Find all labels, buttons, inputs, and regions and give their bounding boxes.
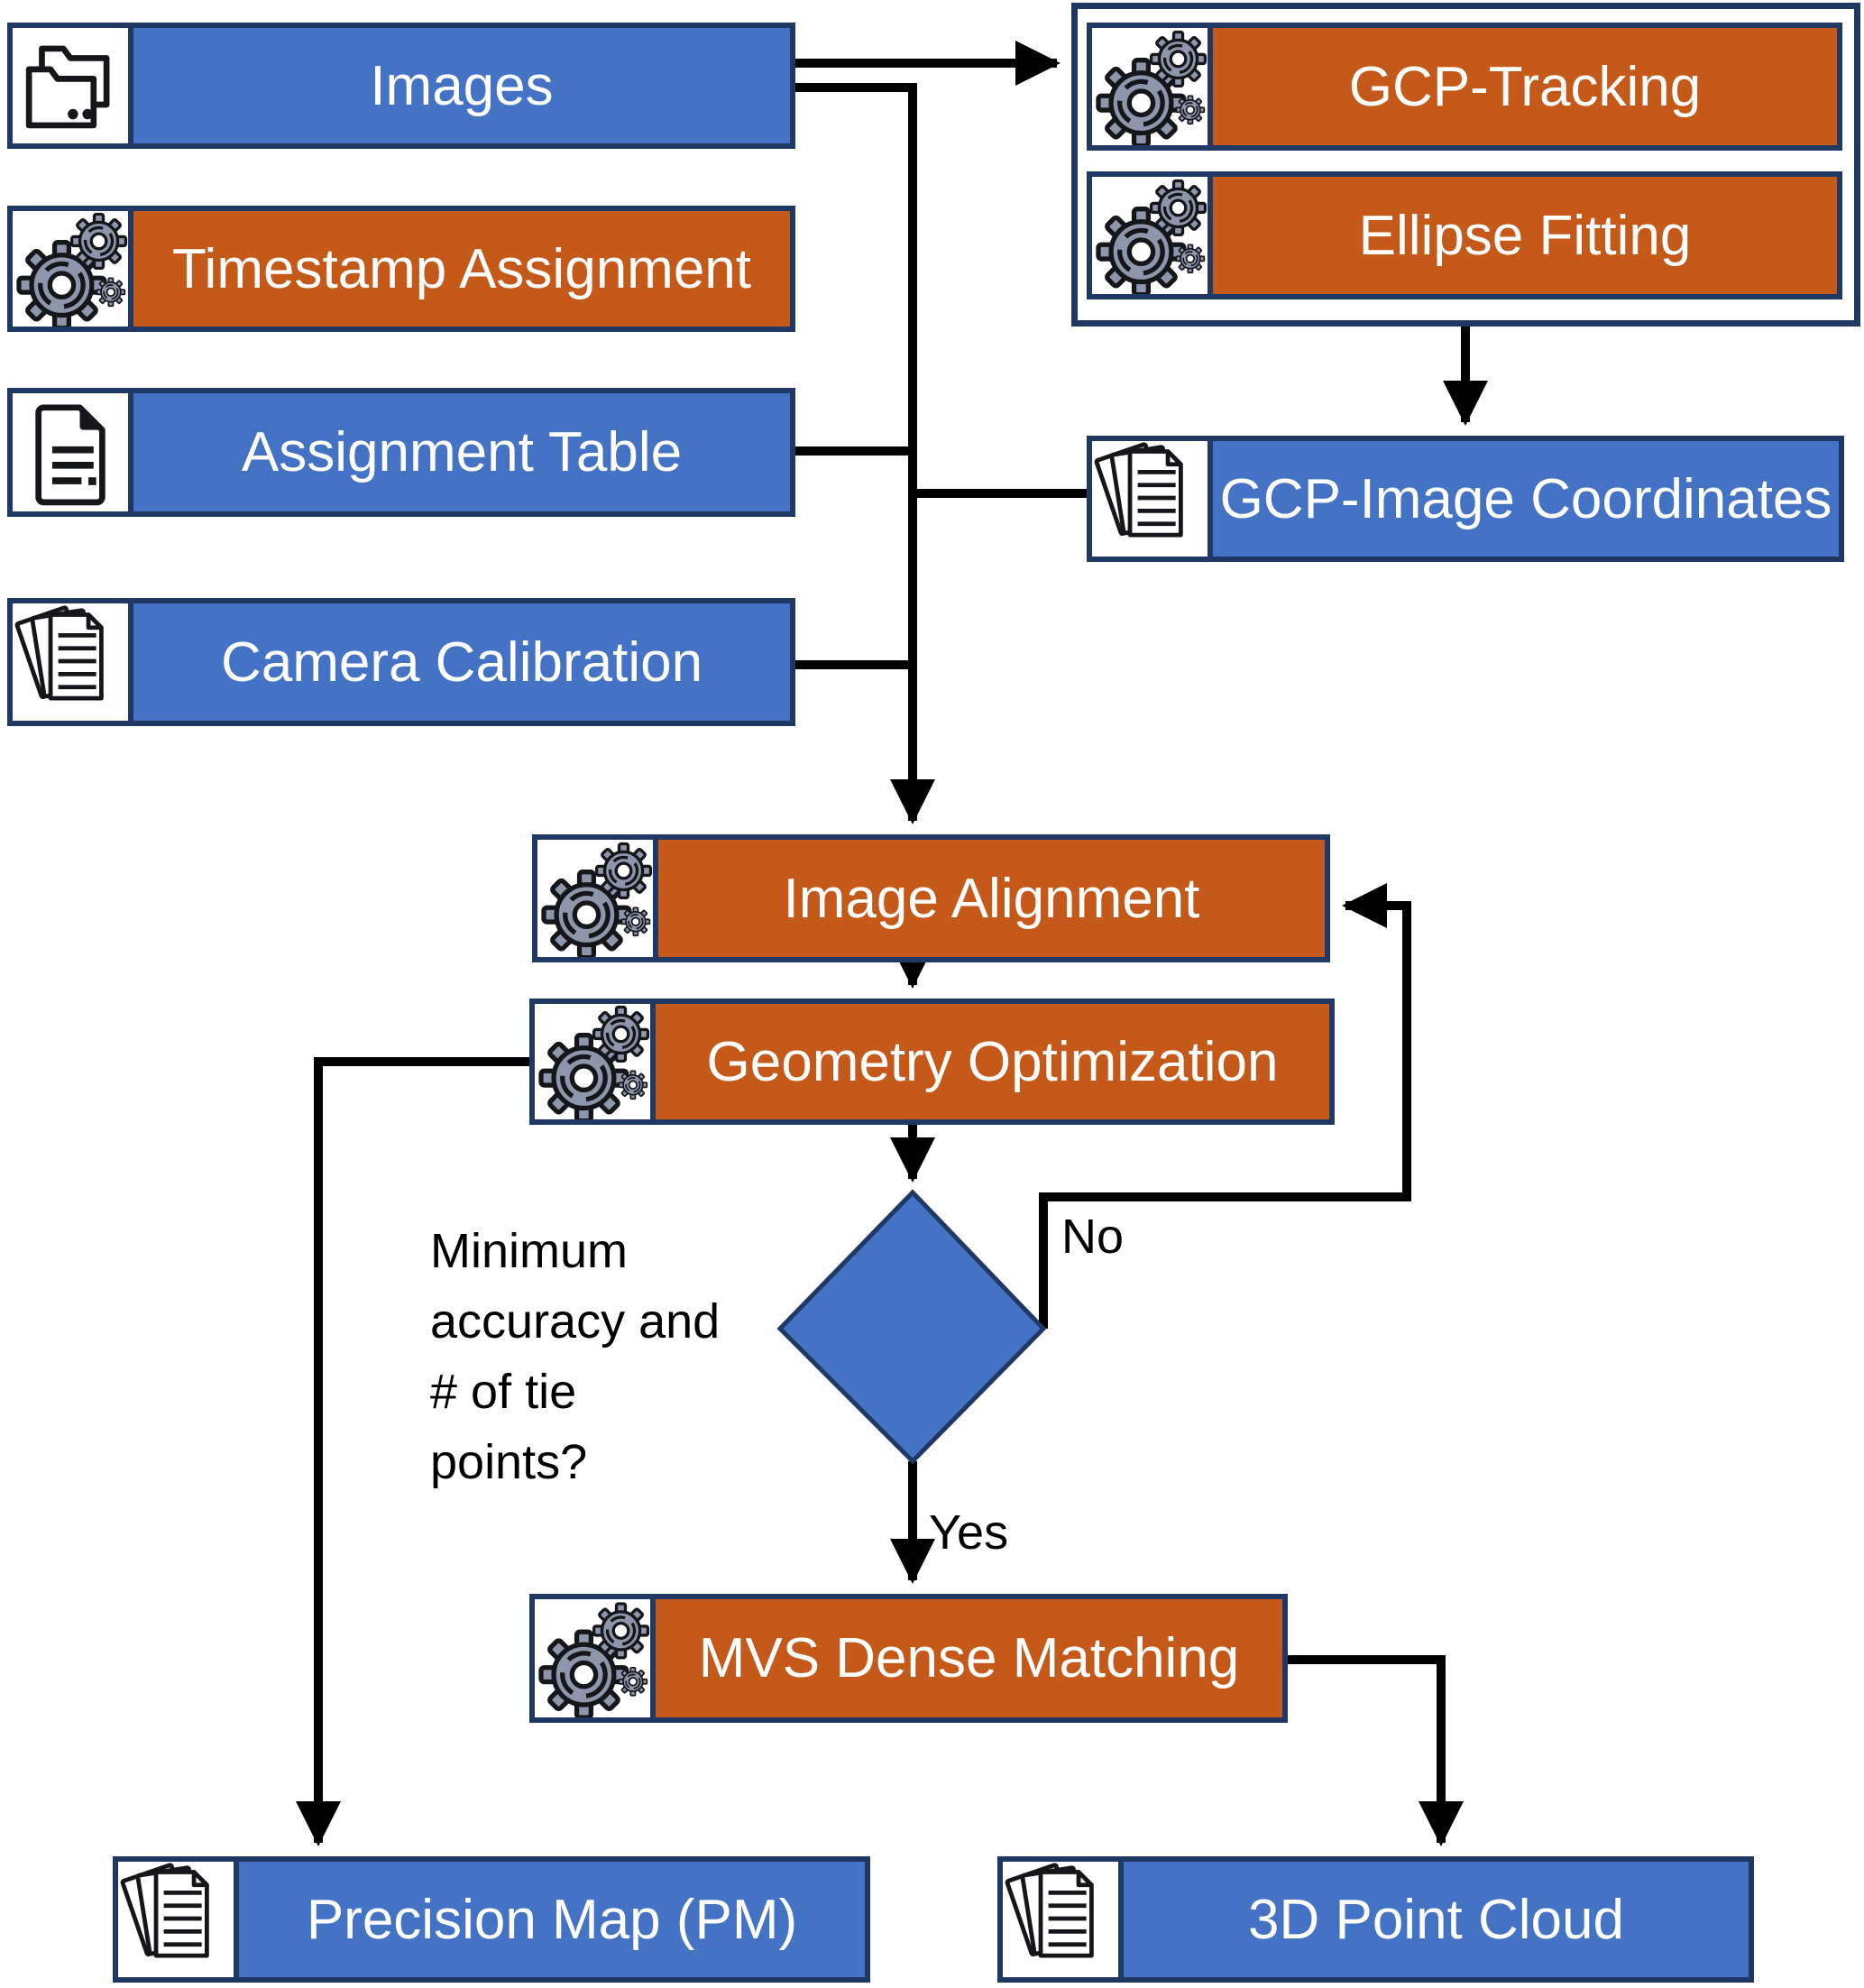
node-precision-map: Precision Map (PM): [113, 1856, 870, 1983]
node-label: Assignment Table: [241, 421, 683, 483]
node-label: Geometry Optimization: [706, 1030, 1279, 1093]
node-image-alignment: Image Alignment: [532, 834, 1330, 962]
node-gcp-image-coordinates: GCP-Image Coordinates: [1087, 436, 1844, 562]
node-3d-point-cloud: 3D Point Cloud: [997, 1856, 1754, 1983]
edge-optimization-to-precision-map: [296, 1057, 530, 1847]
node-timestamp-assignment: Timestamp Assignment: [7, 206, 795, 332]
node-label: MVS Dense Matching: [698, 1627, 1240, 1689]
yes-branch-label: Yes: [929, 1505, 1009, 1560]
papers-icon: [1003, 1862, 1124, 1977]
node-ellipse-fitting: Ellipse Fitting: [1087, 171, 1842, 299]
node-label: GCP-Tracking: [1348, 55, 1702, 118]
papers-icon: [13, 603, 133, 721]
decision-question: Minimum accuracy and # of tie points?: [430, 1224, 721, 1489]
gears-icon: [1092, 177, 1213, 294]
decision-diamond: [776, 1189, 1047, 1465]
node-label: Images: [370, 54, 554, 117]
papers-icon: [1092, 441, 1213, 557]
document-icon: [13, 393, 133, 511]
node-label: GCP-Image Coordinates: [1219, 467, 1832, 530]
node-camera-calibration: Camera Calibration: [7, 598, 795, 726]
papers-icon: [118, 1862, 239, 1977]
node-label: Precision Map (PM): [306, 1888, 798, 1951]
node-label: Camera Calibration: [220, 630, 703, 694]
folders-icon: [13, 28, 133, 143]
node-gcp-tracking: GCP-Tracking: [1087, 23, 1842, 151]
gears-icon: [535, 1599, 656, 1717]
edge-no-loop: [1039, 883, 1411, 1329]
node-images: Images: [7, 23, 795, 149]
node-label: 3D Point Cloud: [1247, 1888, 1625, 1951]
gears-icon: [537, 840, 658, 957]
no-branch-label: No: [1061, 1210, 1125, 1264]
node-label: Ellipse Fitting: [1358, 204, 1692, 267]
gears-icon: [13, 211, 133, 327]
edge-trunk-to-image-alignment: [795, 83, 935, 825]
gears-icon: [535, 1004, 656, 1119]
gears-icon: [1092, 28, 1213, 145]
node-label: Image Alignment: [783, 867, 1200, 930]
node-label: Timestamp Assignment: [171, 237, 752, 300]
edge-mvs-to-point-cloud: [1288, 1655, 1464, 1847]
node-geometry-optimization: Geometry Optimization: [529, 999, 1335, 1125]
node-mvs-dense-matching: MVS Dense Matching: [529, 1594, 1288, 1723]
node-assignment-table: Assignment Table: [7, 388, 795, 517]
